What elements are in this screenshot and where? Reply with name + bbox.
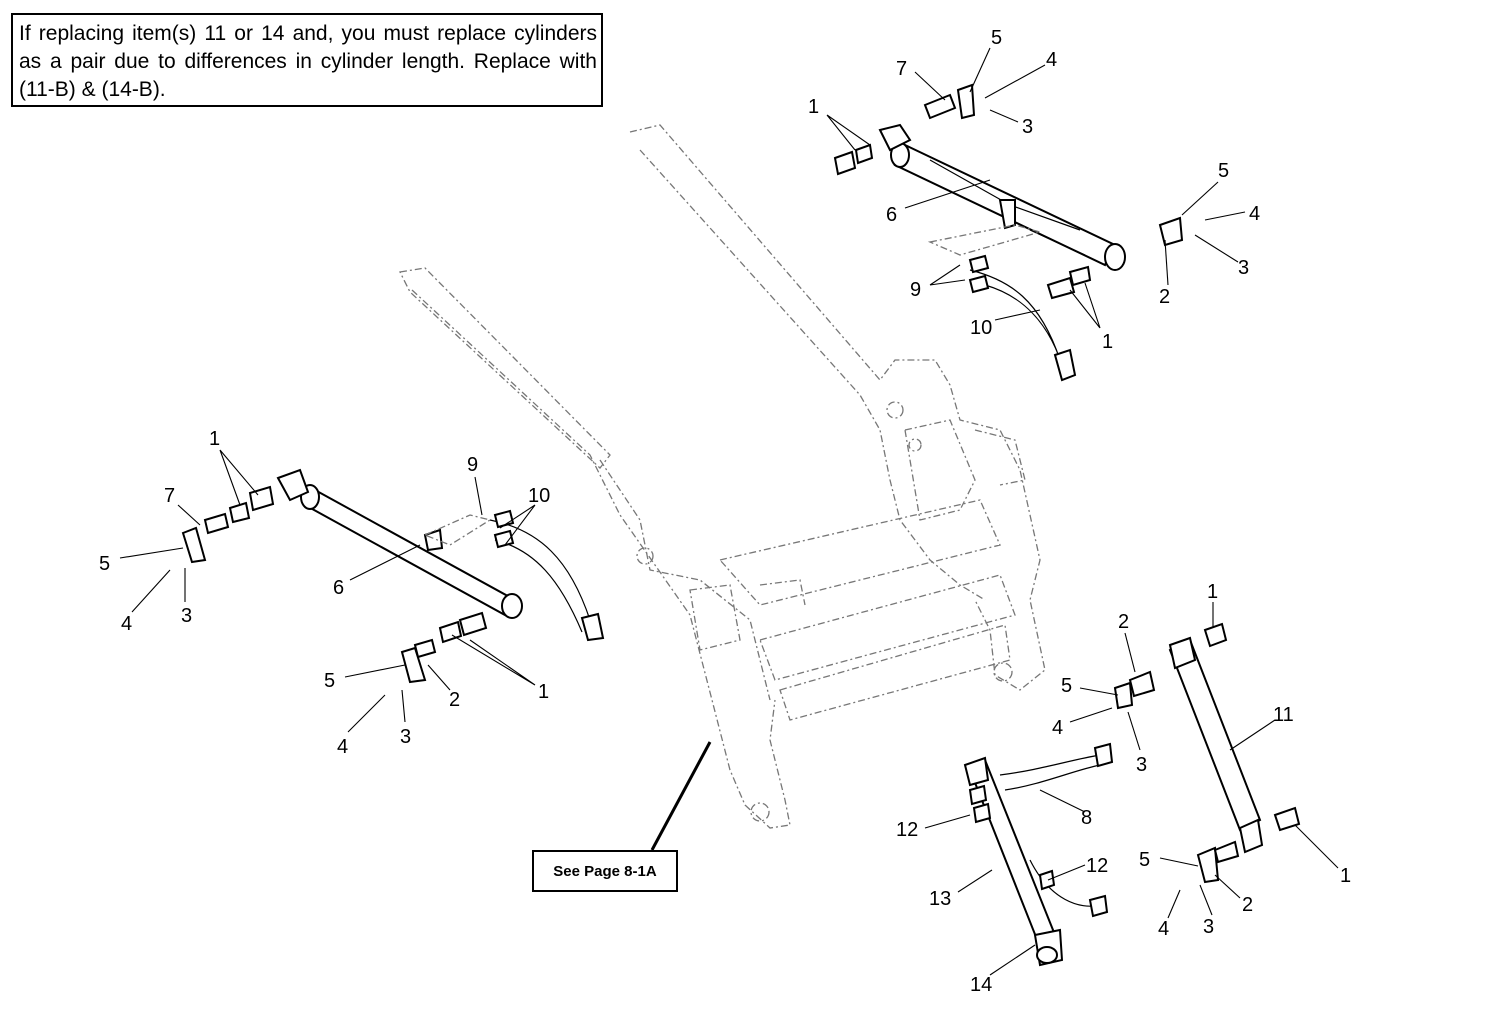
callout-label: 3 [1203, 916, 1214, 938]
callout-label: 1 [1207, 581, 1218, 603]
callout-label: 5 [1139, 849, 1150, 871]
callout-label: 5 [1218, 160, 1229, 182]
callout-label: 8 [1081, 807, 1092, 829]
callout-label: 3 [400, 726, 411, 748]
callout-label: 4 [1249, 203, 1260, 225]
callout-label: 3 [181, 605, 192, 627]
callout-label: 1 [1340, 865, 1351, 887]
callout-label: 1 [209, 428, 220, 450]
callout-label: 3 [1022, 116, 1033, 138]
callout-label: 4 [337, 736, 348, 758]
callout-label: 5 [991, 27, 1002, 49]
callout-label: 5 [324, 670, 335, 692]
callout-label: 10 [970, 317, 992, 339]
callout-label: 7 [896, 58, 907, 80]
callout-label: 4 [1052, 717, 1063, 739]
cylinder-assembly-left [181, 468, 605, 684]
loader-frame [399, 124, 1046, 829]
cylinder-assembly-top-right [833, 83, 1184, 382]
callout-label: 12 [1086, 855, 1108, 877]
callout-label: 13 [929, 888, 951, 910]
callout-label: 1 [538, 681, 549, 703]
callout-label: 10 [528, 485, 550, 507]
callout-label: 9 [467, 454, 478, 476]
callout-label: 2 [1118, 611, 1129, 633]
callout-label: 4 [121, 613, 132, 635]
callout-label: 3 [1136, 754, 1147, 776]
callout-label: 14 [970, 974, 992, 996]
callout-label: 4 [1046, 49, 1057, 71]
callout-label: 5 [99, 553, 110, 575]
replacement-note: If replacing item(s) 11 or 14 and, you m… [11, 13, 603, 107]
callouts-top-right: 5 7 4 1 3 6 5 4 3 9 2 10 1 [808, 27, 1260, 353]
callouts-bottom-right: 1 2 5 11 4 3 8 12 12 5 1 13 2 4 3 14 [896, 581, 1351, 996]
callout-label: 5 [1061, 675, 1072, 697]
callout-label: 11 [1273, 704, 1294, 726]
callout-label: 3 [1238, 257, 1249, 279]
callout-label: 9 [910, 279, 921, 301]
page-reference-label: See Page 8-1A [553, 862, 657, 880]
callout-label: 2 [1159, 286, 1170, 308]
callout-label: 2 [449, 689, 460, 711]
callout-label: 12 [896, 819, 918, 841]
callout-label: 6 [333, 577, 344, 599]
page-reference-box: See Page 8-1A [532, 850, 678, 892]
leader-lines [119, 47, 1339, 976]
callout-label: 4 [1158, 918, 1169, 940]
cylinder-assembly-bottom-right [963, 622, 1301, 967]
callouts-left: 1 7 9 10 5 6 4 3 5 2 1 4 3 [99, 428, 550, 758]
callout-label: 7 [164, 485, 175, 507]
replacement-note-text: If replacing item(s) 11 or 14 and, you m… [19, 22, 597, 101]
callout-label: 1 [808, 96, 819, 118]
callout-label: 1 [1102, 331, 1113, 353]
callout-label: 2 [1242, 894, 1253, 916]
callout-label: 6 [886, 204, 897, 226]
